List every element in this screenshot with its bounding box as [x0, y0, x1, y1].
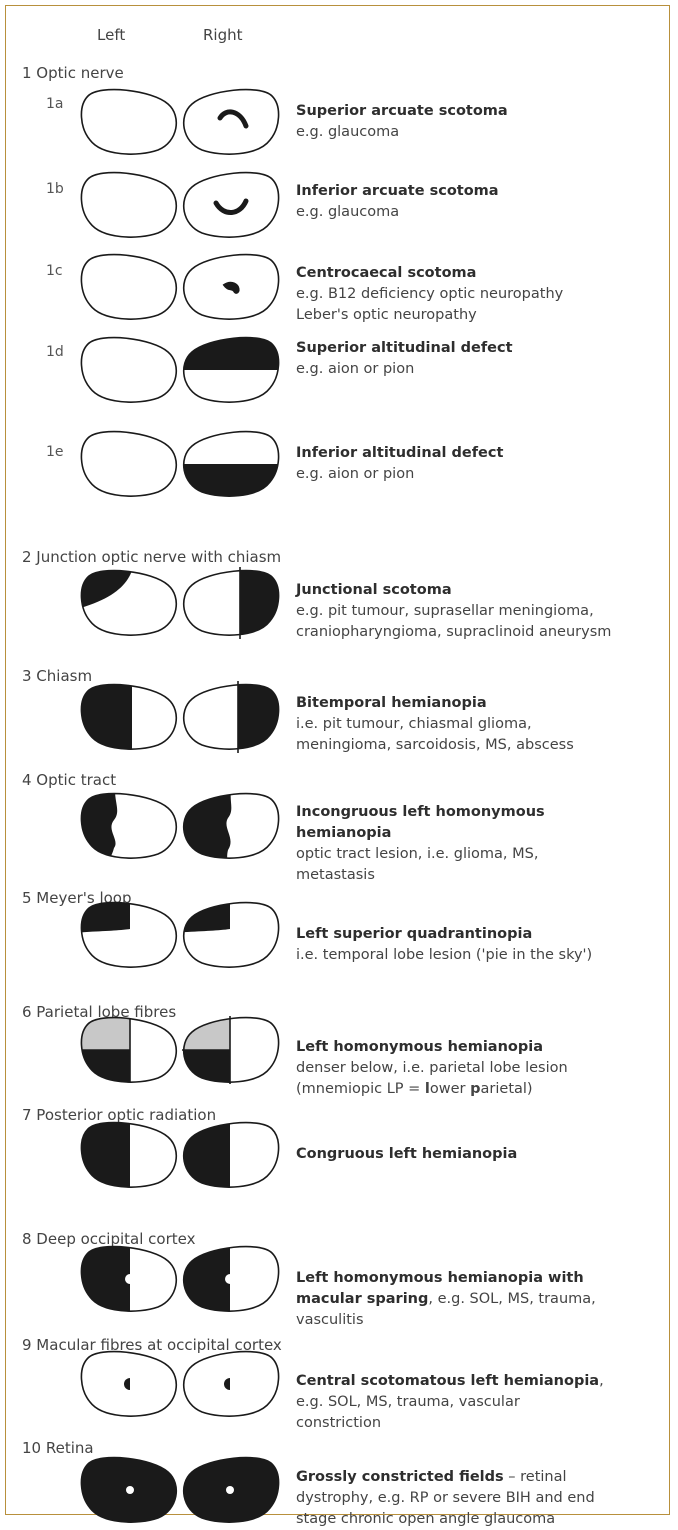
field-1b-right	[184, 173, 279, 238]
field-1e-left	[81, 432, 176, 497]
field-1a-right	[184, 90, 279, 155]
field-5-right	[170, 890, 279, 967]
field-1c-left	[81, 255, 176, 320]
field-3-left	[70, 672, 176, 762]
field-10-right	[184, 1458, 279, 1523]
field-8-right	[170, 1234, 279, 1324]
field-1c-right	[184, 255, 279, 320]
field-7-right	[170, 1110, 279, 1200]
field-3-right	[184, 672, 290, 762]
field-1b-left	[81, 173, 176, 238]
field-7-left	[70, 1110, 176, 1200]
field-2-left	[70, 558, 176, 635]
field-1d-right	[170, 325, 290, 402]
field-4-left	[70, 781, 176, 871]
field-1d-left	[81, 338, 176, 403]
field-4-right	[170, 781, 279, 871]
field-6-left	[70, 1005, 176, 1095]
field-8-left	[70, 1234, 176, 1324]
field-5-left	[70, 890, 176, 967]
field-9-right	[184, 1352, 279, 1417]
field-9-left	[81, 1352, 176, 1417]
field-1e-right	[170, 432, 290, 509]
field-6-right	[170, 1005, 279, 1095]
field-1a-left	[81, 90, 176, 155]
field-2-right	[184, 558, 290, 648]
field-10-left	[81, 1458, 176, 1523]
